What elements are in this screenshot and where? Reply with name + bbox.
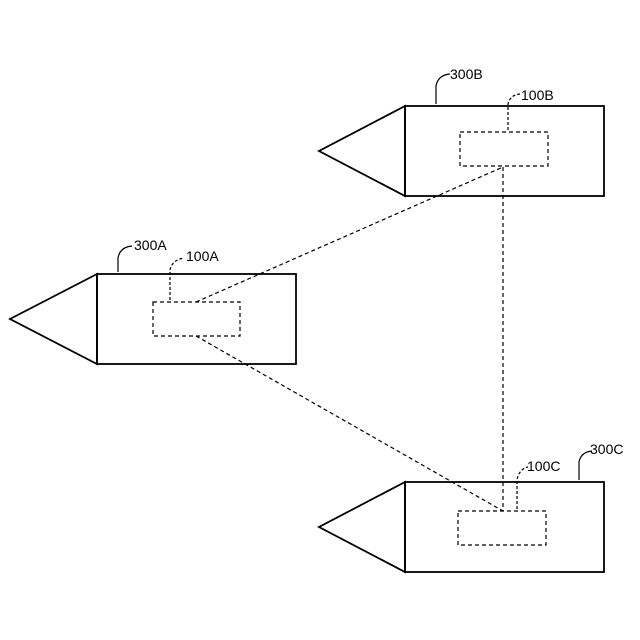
vehicle-300A-body: [97, 274, 296, 364]
device-100A-label: 100A: [186, 248, 219, 264]
vehicle-300A-label: 300A: [134, 237, 167, 253]
device-100B-leader-line: [508, 94, 520, 130]
device-100C: [458, 511, 546, 545]
device-100A-leader-line: [170, 258, 184, 300]
vehicle-300B-label: 300B: [450, 66, 483, 82]
vehicle-300C: 300C 100C: [319, 441, 623, 572]
vehicle-300B-leader-line: [436, 74, 450, 104]
link-100A-100B: [196, 167, 503, 302]
device-100B-label: 100B: [521, 87, 554, 103]
vehicle-300B-body: [405, 106, 604, 196]
vehicle-300B: 300B 100B: [319, 66, 604, 196]
vehicle-300C-nose: [319, 482, 405, 572]
link-100A-100C: [196, 336, 503, 511]
vehicle-300A: 300A 100A: [10, 237, 296, 364]
vehicle-300A-nose: [10, 274, 97, 364]
communication-links: [196, 167, 503, 511]
vehicle-300B-nose: [319, 106, 405, 196]
device-100C-label: 100C: [527, 458, 560, 474]
device-100A: [153, 302, 240, 336]
vehicle-300C-body: [405, 482, 604, 572]
vehicle-300A-leader-line: [118, 246, 132, 272]
device-100B: [460, 132, 548, 166]
vehicle-300C-label: 300C: [590, 441, 623, 457]
